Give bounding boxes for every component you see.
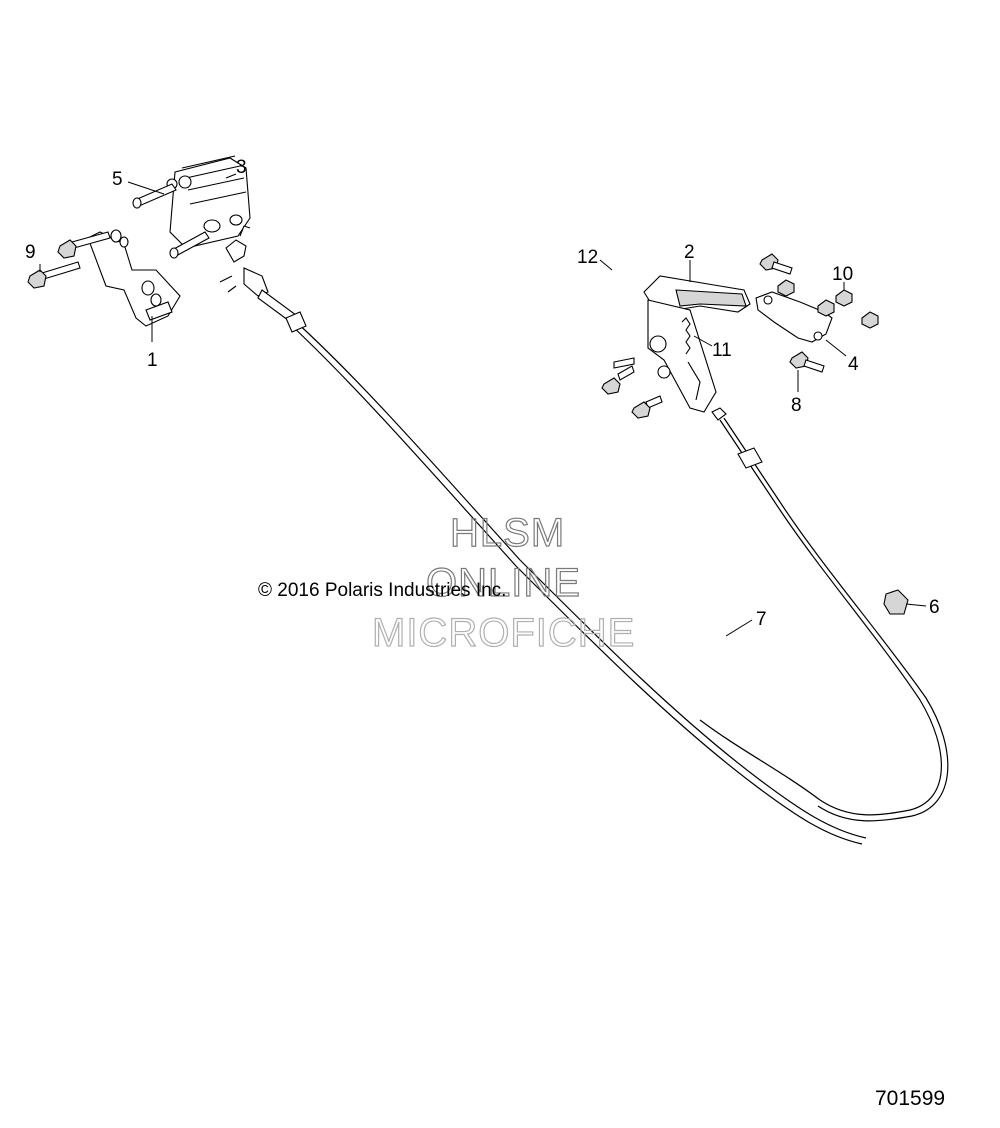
- callout-11: 11: [712, 340, 732, 361]
- watermark-line-1: HLSM: [450, 511, 565, 555]
- drawing-number: 701599: [875, 1087, 945, 1110]
- lever-cable: [699, 407, 949, 822]
- watermark-line-3: MICROFICHE: [372, 611, 635, 655]
- callout-5: 5: [112, 169, 123, 190]
- callout-6: 6: [929, 597, 940, 618]
- callout-1: 1: [147, 350, 158, 371]
- callout-4: 4: [848, 354, 859, 375]
- clip-part: [883, 589, 909, 615]
- callout-3: 3: [236, 157, 247, 178]
- callout-7: 7: [756, 609, 767, 630]
- caliper-pins-part: [132, 183, 210, 259]
- mounting-bracket-part: [87, 229, 181, 327]
- callout-2: 2: [684, 242, 695, 263]
- caliper-assembly-part: [166, 155, 251, 249]
- watermark-line-2: ONLINE: [426, 561, 581, 605]
- leader-lines: [39, 173, 927, 637]
- brake-cable-part-7: [285, 311, 867, 845]
- lever-bracket-part: [755, 291, 833, 343]
- callout-10: 10: [832, 264, 853, 285]
- callout-8: 8: [791, 395, 802, 416]
- copyright-notice: © 2016 Polaris Industries Inc.: [258, 580, 506, 601]
- bolt-part-8: [759, 253, 825, 373]
- callout-12: 12: [577, 247, 598, 268]
- nuts-part: [777, 279, 879, 329]
- bolt-part-12: [601, 357, 663, 419]
- callout-9: 9: [25, 242, 36, 263]
- bolt-part-9: [27, 231, 111, 289]
- cable-end-upper: [219, 225, 301, 327]
- spring-part: [681, 317, 691, 355]
- hand-brake-lever-part: [643, 275, 751, 413]
